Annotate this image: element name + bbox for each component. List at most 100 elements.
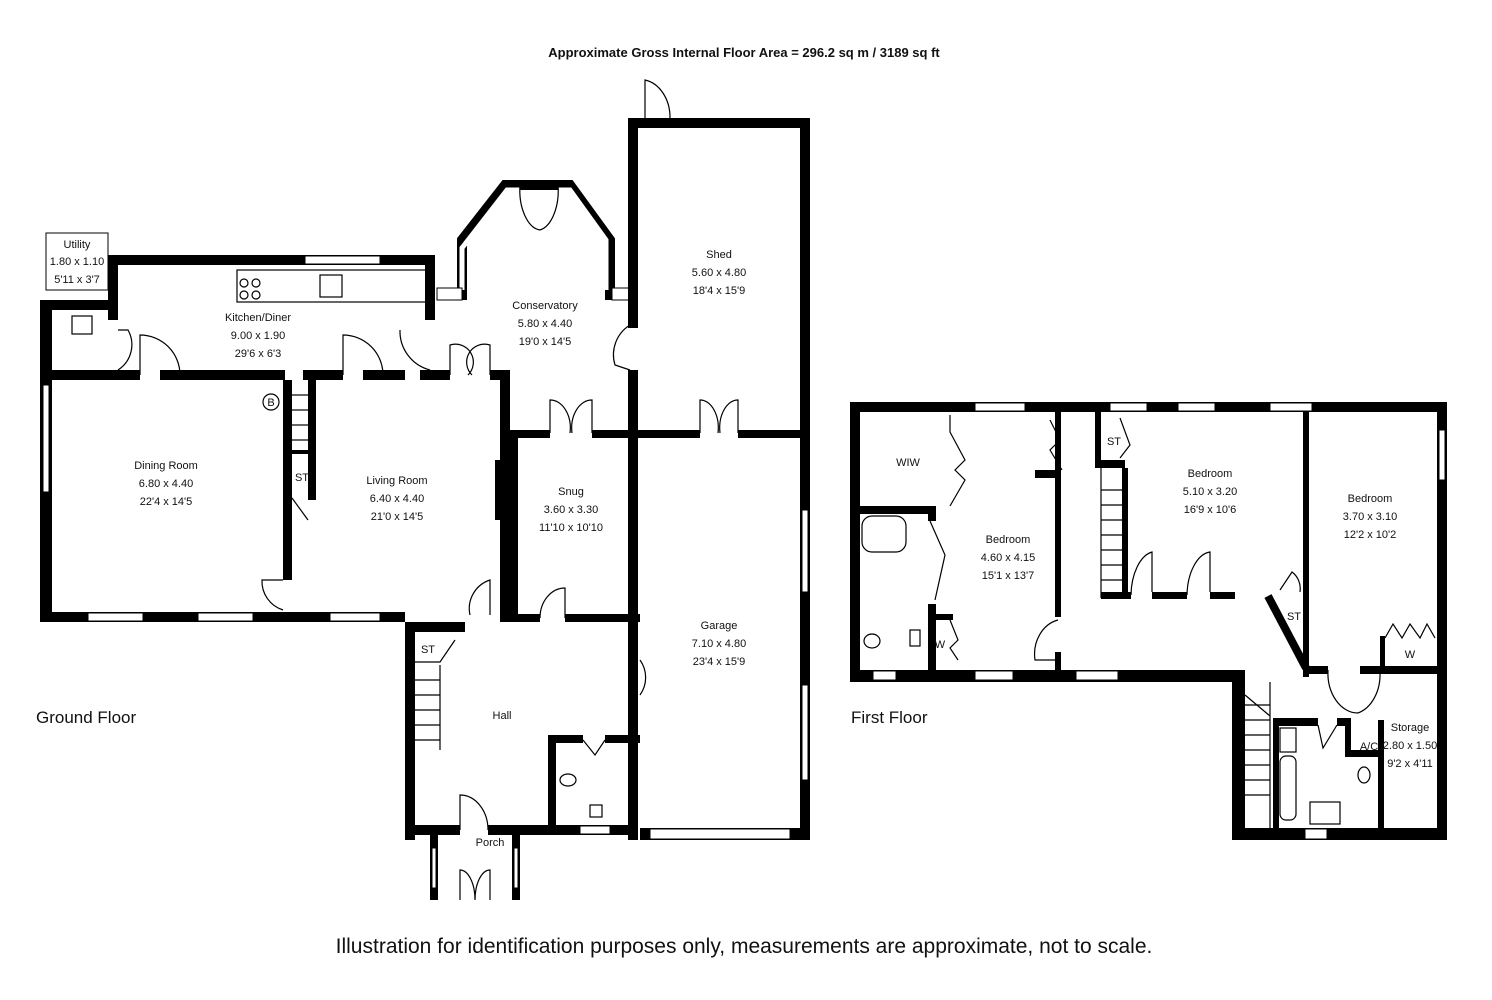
svg-text:Kitchen/Diner: Kitchen/Diner — [225, 312, 291, 324]
fireplace — [495, 460, 503, 520]
door — [468, 579, 491, 616]
wardrobe-door — [949, 619, 959, 661]
staircase — [1244, 682, 1271, 828]
door — [1119, 417, 1131, 459]
storage-marker: ST — [421, 644, 435, 656]
window — [42, 384, 50, 493]
room-shed: Shed 5.60 x 4.80 18'4 x 15'9 — [692, 249, 746, 297]
door — [117, 329, 133, 371]
double-door — [449, 343, 491, 376]
door — [399, 329, 431, 371]
svg-text:6.80 x 4.40: 6.80 x 4.40 — [139, 478, 193, 490]
room-porch: Porch — [476, 837, 505, 849]
svg-text:Living Room: Living Room — [366, 475, 427, 487]
bath-icon — [861, 515, 907, 553]
door — [1357, 671, 1381, 714]
svg-text:Bedroom: Bedroom — [986, 534, 1031, 546]
svg-text:9.00 x 1.90: 9.00 x 1.90 — [231, 330, 285, 342]
sink-icon — [71, 315, 93, 335]
svg-text:Dining Room: Dining Room — [134, 460, 198, 472]
walk-in-wardrobe-marker: WIW — [896, 457, 920, 469]
double-door — [549, 399, 593, 434]
svg-text:12'2 x 10'2: 12'2 x 10'2 — [1344, 529, 1397, 541]
svg-text:22'4 x 14'5: 22'4 x 14'5 — [140, 496, 193, 508]
toilet-icon — [1357, 766, 1371, 784]
door — [261, 579, 284, 611]
door — [459, 794, 489, 831]
door — [539, 587, 566, 619]
door — [291, 497, 309, 521]
svg-text:18'4 x 15'9: 18'4 x 15'9 — [693, 285, 746, 297]
door — [929, 520, 946, 601]
door — [342, 334, 384, 376]
svg-text:Utility: Utility — [64, 239, 91, 251]
door — [639, 659, 647, 696]
disclaimer: Illustration for identification purposes… — [336, 935, 1153, 958]
toilet-icon — [559, 773, 577, 787]
storage-marker: ST — [1107, 436, 1121, 448]
svg-text:1.80 x 1.10: 1.80 x 1.10 — [50, 256, 104, 268]
first-floor-plan: WIW W ST ST W — [850, 402, 1447, 840]
svg-text:2.80 x 1.50: 2.80 x 1.50 — [1383, 740, 1437, 752]
svg-text:9'2 x 4'11: 9'2 x 4'11 — [1387, 758, 1433, 770]
wardrobe-door — [949, 415, 966, 507]
wardrobe-door — [1049, 419, 1063, 471]
room-garage: Garage 7.10 x 4.80 23'4 x 15'9 — [692, 620, 746, 668]
wardrobe-marker: W — [935, 639, 946, 651]
airing-cupboard-marker: A/C — [1360, 741, 1378, 753]
room-kitchen-diner: Kitchen/Diner 9.00 x 1.90 29'6 x 6'3 — [225, 312, 291, 360]
toilet-icon — [863, 633, 881, 649]
staircase — [292, 394, 308, 454]
door — [1317, 724, 1338, 750]
first-floor-label: First Floor — [851, 708, 928, 727]
room-bedroom-2: Bedroom 5.10 x 3.20 16'9 x 10'6 — [1183, 468, 1237, 516]
svg-text:Snug: Snug — [558, 486, 584, 498]
room-hall: Hall — [493, 710, 512, 722]
svg-text:Storage: Storage — [1391, 722, 1430, 734]
svg-text:5.80 x 4.40: 5.80 x 4.40 — [518, 318, 572, 330]
staircase — [415, 665, 441, 750]
svg-text:16'9 x 10'6: 16'9 x 10'6 — [1184, 504, 1237, 516]
ground-floor-label: Ground Floor — [36, 708, 136, 727]
sink-icon — [909, 629, 921, 647]
svg-text:15'1 x 13'7: 15'1 x 13'7 — [982, 570, 1035, 582]
svg-text:Bedroom: Bedroom — [1348, 493, 1393, 505]
shower-icon — [1279, 727, 1297, 753]
room-bedroom-3: Bedroom 3.70 x 3.10 12'2 x 10'2 — [1343, 493, 1397, 541]
svg-text:4.60 x 4.15: 4.60 x 4.15 — [981, 552, 1035, 564]
double-door — [519, 184, 559, 231]
storage-marker: ST — [295, 472, 309, 484]
svg-text:7.10 x 4.80: 7.10 x 4.80 — [692, 638, 746, 650]
boiler-marker: B — [267, 397, 274, 409]
wardrobe-marker: W — [1405, 649, 1416, 661]
storage-marker: ST — [1287, 611, 1301, 623]
svg-text:5'11 x 3'7: 5'11 x 3'7 — [54, 274, 100, 286]
boiler-icon — [262, 393, 280, 411]
room-conservatory: Conservatory 5.80 x 4.40 19'0 x 14'5 — [512, 300, 578, 348]
staircase — [1100, 468, 1122, 598]
svg-text:11'10 x 10'10: 11'10 x 10'10 — [539, 522, 603, 534]
svg-text:21'0 x 14'5: 21'0 x 14'5 — [371, 511, 424, 523]
svg-text:Conservatory: Conservatory — [512, 300, 578, 312]
svg-text:6.40 x 4.40: 6.40 x 4.40 — [370, 493, 424, 505]
sink-icon — [319, 274, 343, 298]
svg-text:Bedroom: Bedroom — [1188, 468, 1233, 480]
door — [1130, 551, 1153, 596]
svg-text:Shed: Shed — [706, 249, 732, 261]
svg-text:Garage: Garage — [701, 620, 738, 632]
wardrobe-door — [1384, 622, 1436, 640]
svg-text:23'4 x 15'9: 23'4 x 15'9 — [693, 656, 746, 668]
svg-text:3.60 x 3.30: 3.60 x 3.30 — [544, 504, 598, 516]
room-snug: Snug 3.60 x 3.30 11'10 x 10'10 — [539, 486, 603, 534]
room-dining-room: Dining Room 6.80 x 4.40 22'4 x 14'5 — [134, 460, 198, 508]
door — [612, 324, 631, 371]
svg-text:5.60 x 4.80: 5.60 x 4.80 — [692, 267, 746, 279]
svg-text:19'0 x 14'5: 19'0 x 14'5 — [519, 336, 572, 348]
double-door — [459, 869, 491, 901]
door — [415, 639, 456, 663]
double-door — [699, 399, 739, 434]
door — [1186, 551, 1211, 596]
utility-label-box — [45, 232, 109, 291]
floor-area-header: Approximate Gross Internal Floor Area = … — [548, 45, 940, 60]
